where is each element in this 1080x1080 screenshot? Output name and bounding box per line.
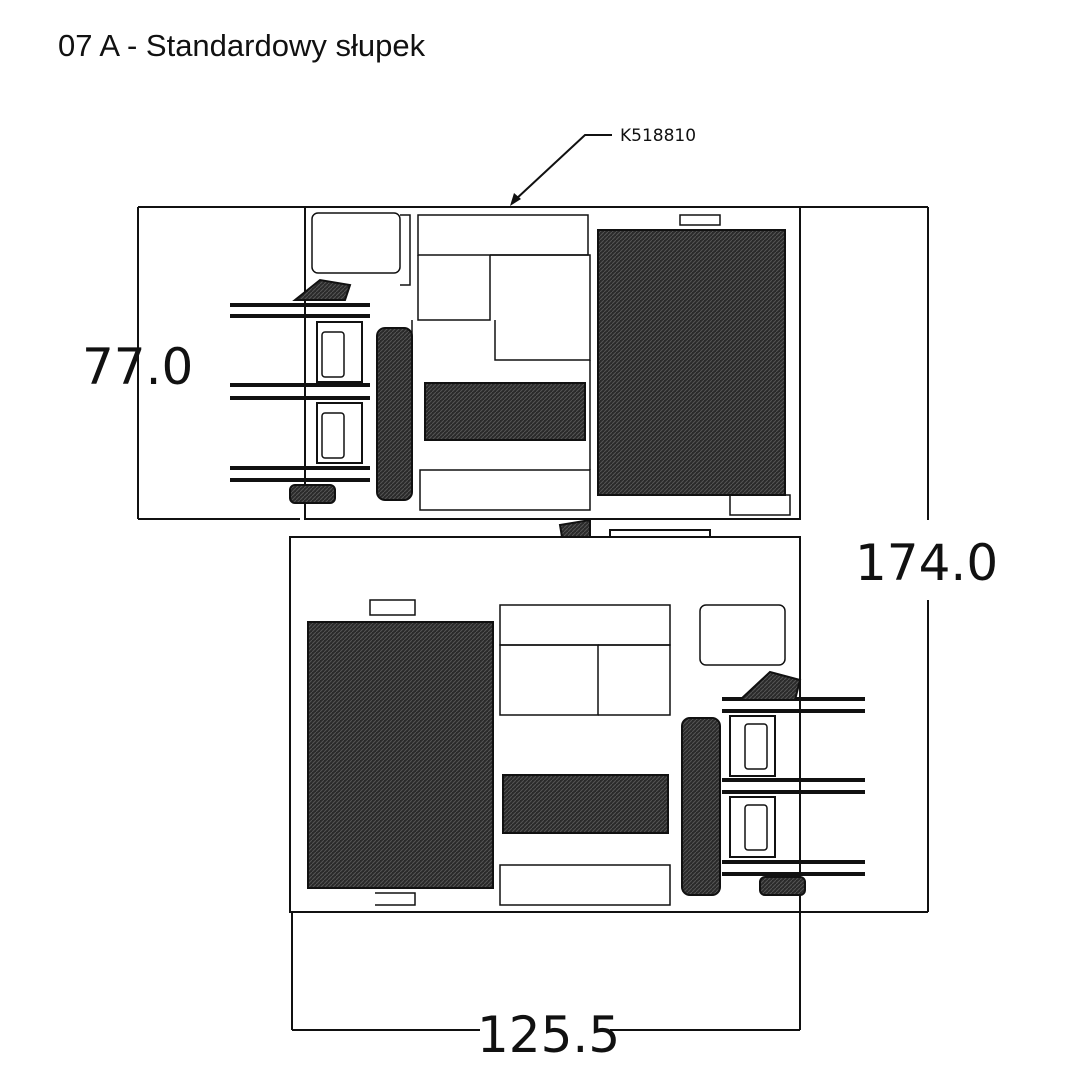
drawing-title: 07 A - Standardowy słupek bbox=[58, 28, 426, 63]
lower-glazing bbox=[681, 670, 865, 896]
dimension-width-value: 125.5 bbox=[477, 1006, 620, 1064]
dimension-upper-height-value: 77.0 bbox=[82, 338, 193, 396]
lower-frame-profile bbox=[289, 536, 801, 913]
upper-frame-profile bbox=[304, 206, 801, 520]
profile-code-label: K518810 bbox=[620, 126, 696, 146]
dimension-width: 125.5 bbox=[291, 912, 801, 1064]
dimension-total-height-value: 174.0 bbox=[855, 534, 998, 592]
dimension-upper-height: 77.0 bbox=[82, 206, 305, 520]
profile-leader: K518810 bbox=[510, 126, 696, 206]
upper-glazing bbox=[230, 278, 413, 504]
dimension-total-height: 174.0 bbox=[800, 206, 998, 913]
